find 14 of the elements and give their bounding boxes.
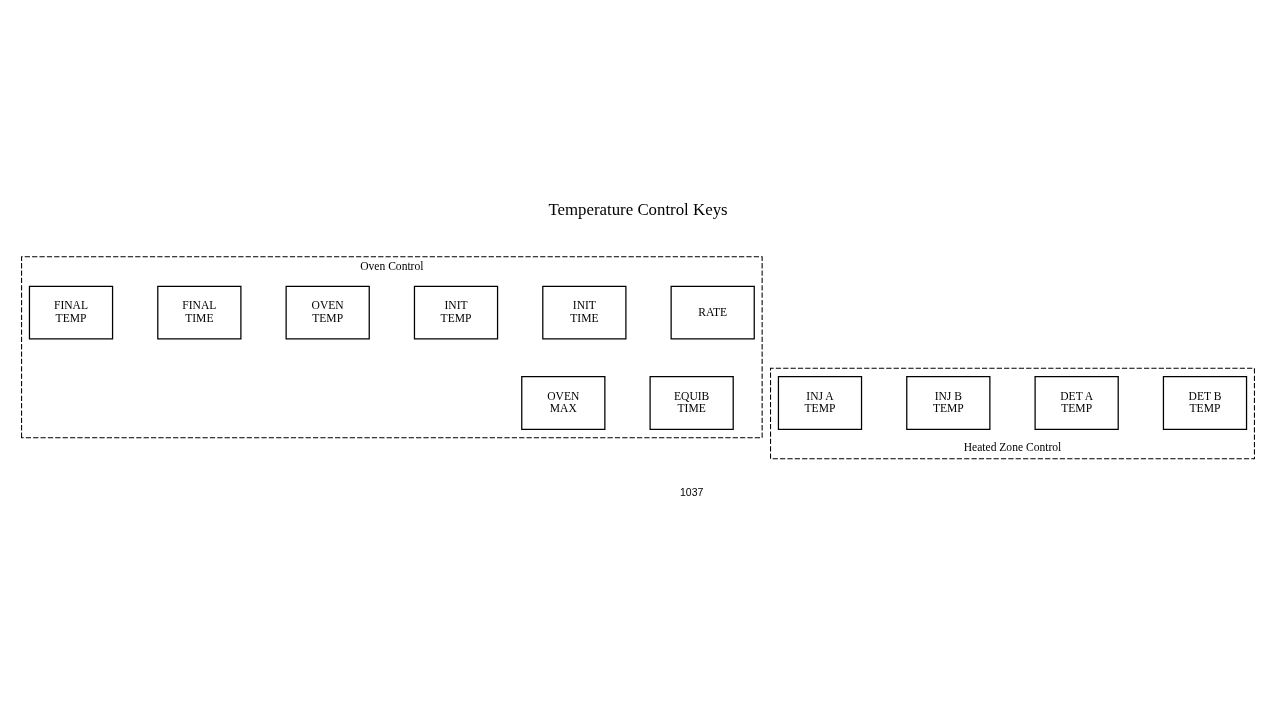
node-box: INJ B TEMP bbox=[906, 376, 991, 430]
node-box: OVEN TEMP bbox=[285, 285, 370, 340]
node-box: EQUIB TIME bbox=[649, 376, 734, 430]
label: 1037 bbox=[679, 486, 704, 499]
node-box: RATE bbox=[670, 285, 755, 340]
node-box: INIT TIME bbox=[542, 285, 627, 340]
node-box: OVEN MAX bbox=[521, 376, 606, 430]
node-box: FINAL TEMP bbox=[28, 285, 114, 340]
node-box: INIT TEMP bbox=[413, 285, 499, 340]
node-box: FINAL TIME bbox=[157, 285, 242, 340]
diagram-title: Temperature Control Keys bbox=[548, 199, 728, 219]
node-box: INJ A TEMP bbox=[777, 376, 863, 430]
node-box: DET B TEMP bbox=[1162, 376, 1248, 430]
node-box: DET A TEMP bbox=[1034, 376, 1119, 430]
